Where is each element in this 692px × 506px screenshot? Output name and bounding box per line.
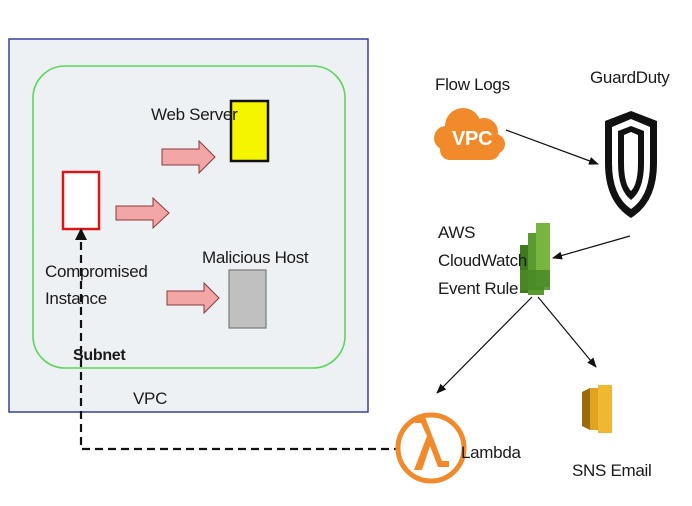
- dashed-arrowhead: [75, 228, 87, 240]
- flow-logs-label: Flow Logs: [435, 75, 510, 94]
- compromised-instance-box: [61, 170, 101, 231]
- arrow-guardduty-to-cloudwatch: [552, 235, 631, 260]
- vpc-icon-text: VPC: [452, 128, 493, 150]
- arrow-flowlogs-to-guardduty: [505, 129, 599, 165]
- malicious-host-box: [228, 269, 267, 329]
- guardduty-label: GuardDuty: [590, 68, 670, 87]
- arrow-cloudwatch-to-sns: [537, 296, 597, 368]
- malicious-host-label: Malicious Host: [202, 248, 309, 267]
- cloudwatch-icon: [520, 223, 550, 295]
- subnet-box: [32, 65, 346, 369]
- cloudwatch-label-line2: CloudWatch: [438, 251, 527, 270]
- vpc-cloud-icon: [434, 108, 505, 160]
- cloudwatch-label-line3: Event Rule: [438, 279, 519, 298]
- subnet-label: Subnet: [73, 347, 126, 364]
- web-server-box: [229, 99, 270, 163]
- lambda-icon: [395, 412, 467, 484]
- lambda-label: Lambda: [461, 443, 521, 462]
- cloudwatch-label-line1: AWS: [438, 223, 476, 242]
- pink-arrow-to-malicious-host: [166, 281, 220, 315]
- pink-arrow-to-web-server: [161, 139, 216, 175]
- compromised-instance-label-line1: Compromised: [45, 262, 148, 281]
- sns-icon: [582, 385, 612, 433]
- guardduty-shield-icon: [605, 111, 657, 218]
- web-server-label: Web Server: [151, 105, 238, 124]
- sns-email-label: SNS Email: [572, 461, 652, 480]
- pink-arrow-center: [115, 196, 170, 230]
- vpc-label: VPC: [133, 389, 168, 408]
- compromised-instance-label-line2: Instance: [45, 289, 107, 308]
- arrow-cloudwatch-to-lambda: [436, 296, 533, 394]
- dashed-remediation-line: [79, 234, 402, 451]
